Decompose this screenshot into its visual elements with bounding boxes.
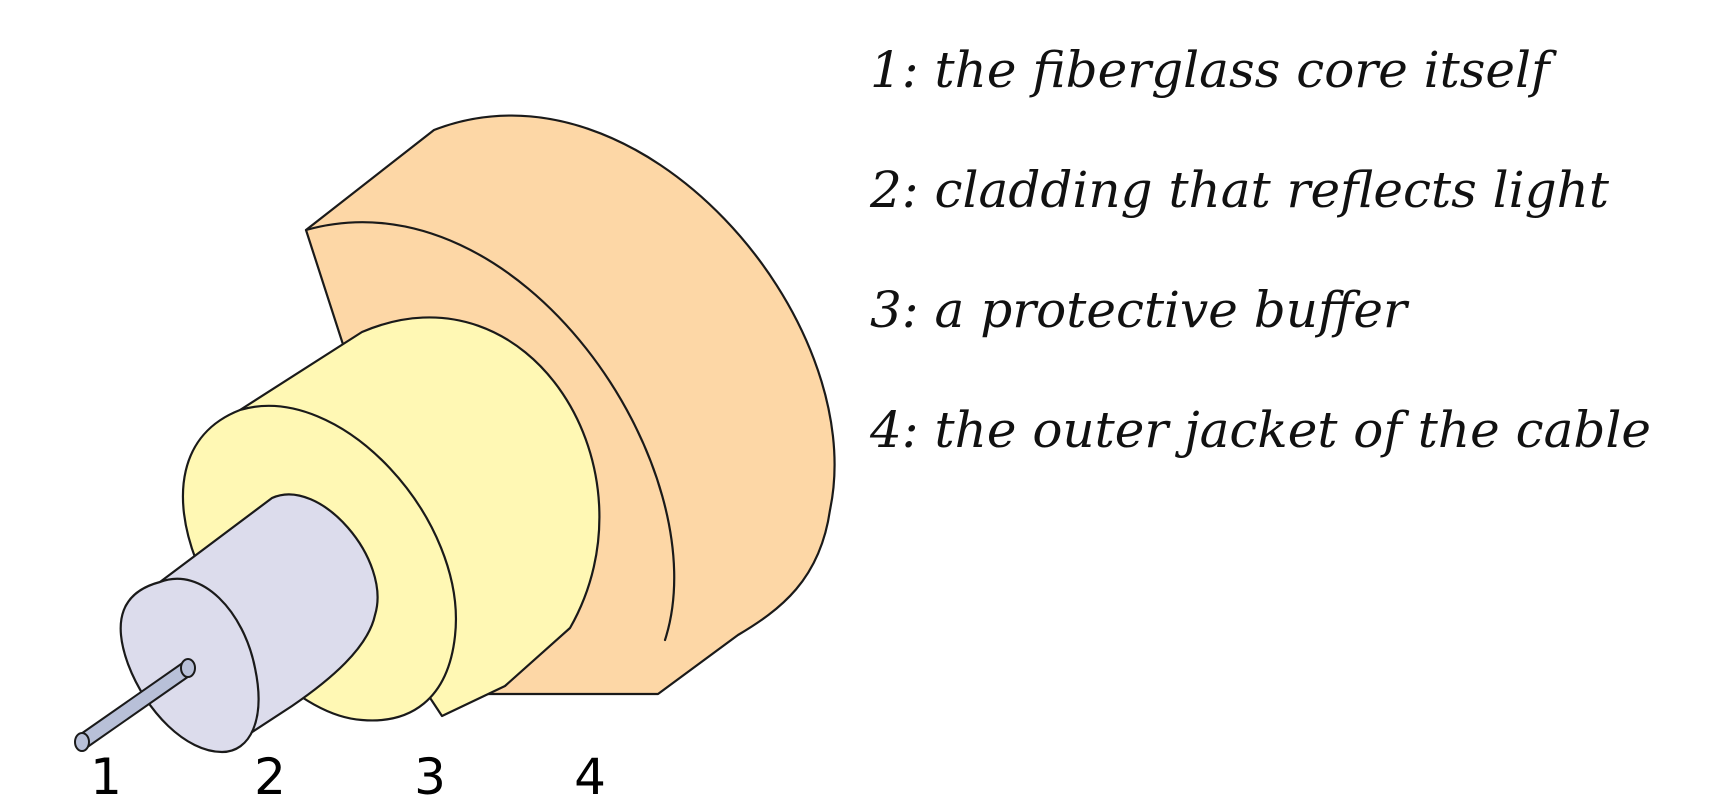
- part-number-3: 3: [414, 748, 446, 798]
- legend: 1: the fiberglass core itself 2: claddin…: [870, 40, 1705, 520]
- legend-item-jacket: 4: the outer jacket of the cable: [870, 401, 1651, 459]
- part-number-2: 2: [254, 748, 286, 798]
- core-tip-start: [180, 658, 196, 678]
- part-number-1: 1: [90, 748, 122, 798]
- legend-item-buffer: 3: a protective buffer: [870, 281, 1407, 339]
- legend-item-core: 1: the fiberglass core itself: [870, 41, 1550, 99]
- core-tip-end: [74, 732, 90, 752]
- legend-item-cladding: 2: cladding that reflects light: [870, 161, 1609, 219]
- jacket-rim-line: [304, 221, 676, 642]
- part-number-4: 4: [574, 748, 606, 798]
